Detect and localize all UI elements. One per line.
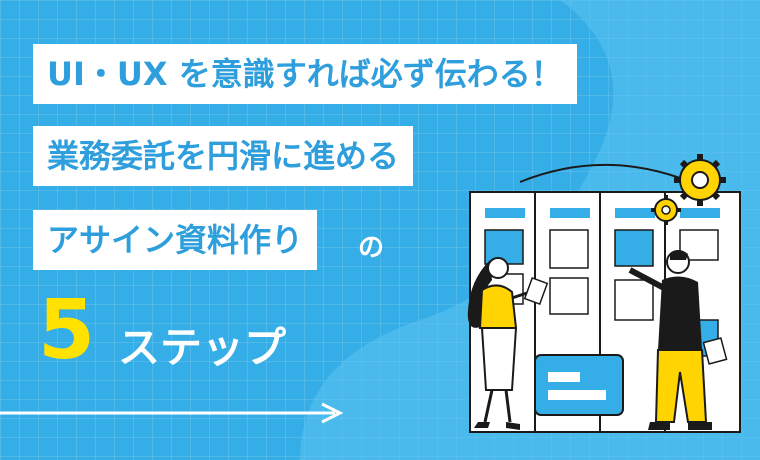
laptop xyxy=(534,354,624,416)
step-label: ステップ xyxy=(118,323,287,372)
gear-icon xyxy=(674,154,726,206)
step-count: 5 xyxy=(38,283,96,378)
headline-line-1: UI・UX を意識すれば必ず伝わる！ xyxy=(33,44,577,104)
teamwork-illustration xyxy=(467,154,741,433)
arrow-right-icon xyxy=(0,402,344,424)
man-figure xyxy=(628,250,728,430)
woman-figure xyxy=(467,257,549,430)
gear-icon xyxy=(651,195,681,225)
headline-line-3: アサイン資料作り xyxy=(33,210,318,270)
headline-line-2: 業務委託を円滑に進める xyxy=(33,126,414,186)
connector-arc-icon xyxy=(519,163,681,183)
headline-suffix: の xyxy=(358,233,385,263)
